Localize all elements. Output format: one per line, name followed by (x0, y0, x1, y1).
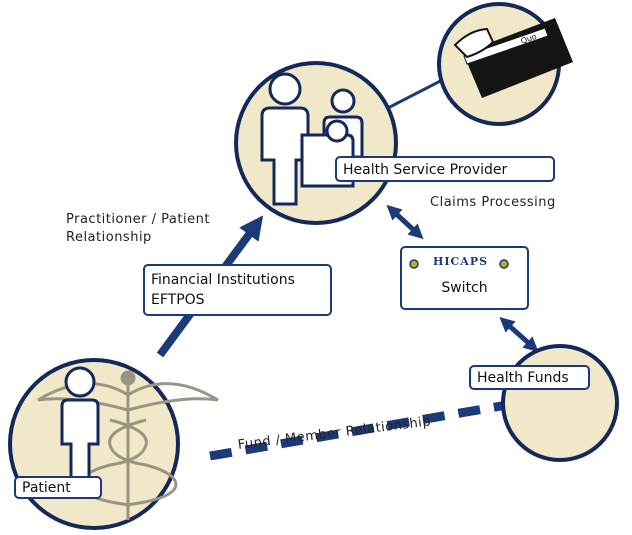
switch-funds-arrow (499, 317, 539, 352)
eftpos-label: EFTPOS (151, 292, 205, 308)
switch-label: Switch (441, 280, 488, 296)
provider-switch-arrow (386, 204, 424, 240)
claims-processing-label: Claims Processing (430, 195, 556, 210)
health-funds-circle (501, 344, 619, 462)
hicaps-dots (409, 259, 509, 269)
health-service-provider-label: Health Service Provider (343, 162, 508, 178)
relationship-line-1: Practitioner / Patient (66, 212, 210, 227)
hicaps-logo-text: HICAPS (433, 255, 489, 268)
card-node: Quo (437, 2, 573, 126)
card-swipe-icon: Quo (453, 18, 573, 98)
provider-node (234, 61, 398, 225)
relationship-line-2: Relationship (66, 230, 152, 245)
fund-member-dashed-line (209, 400, 508, 461)
patient-label: Patient (22, 480, 71, 496)
hicaps-switch-box: HICAPS Switch (400, 246, 529, 310)
financial-institutions-label: Financial Institutions (151, 272, 295, 288)
practitioner-icon (260, 72, 364, 206)
patient-node (8, 358, 219, 530)
health-funds-box: Health Funds (469, 365, 590, 390)
patient-box: Patient (14, 476, 102, 499)
health-funds-label: Health Funds (477, 370, 569, 386)
financial-institutions-box: Financial Institutions EFTPOS (143, 264, 332, 316)
health-service-provider-box: Health Service Provider (335, 156, 555, 182)
patient-person-icon (60, 366, 100, 486)
practitioner-patient-relationship-label: Practitioner / Patient Relationship (66, 211, 210, 247)
